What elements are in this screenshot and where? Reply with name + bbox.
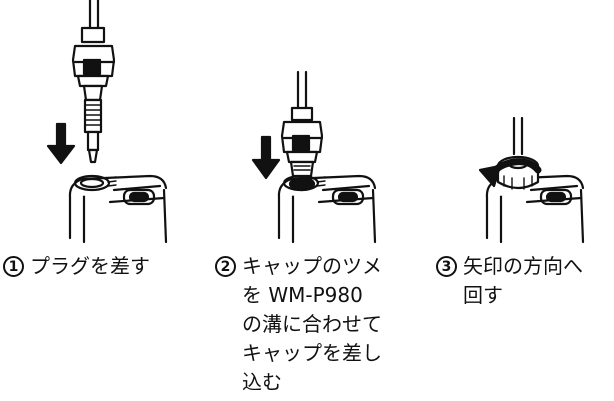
step-2-caption: 2 キャップのツメ を WM-P980 の溝に合わせて キャップを差し 込む [215,252,382,397]
step1-device-body [68,174,168,244]
step3-illustration [485,116,585,244]
step-text-line: の溝に合わせて [242,312,382,336]
step-number-badge: 2 [215,256,236,277]
down-arrow-icon [46,122,76,165]
down-arrow-icon [251,135,281,180]
step-text-line: キャップのツメ [242,254,382,278]
step-text: キャップのツメ を WM-P980 の溝に合わせて キャップを差し 込む [242,252,382,397]
rotate-arrow-icon [478,158,542,188]
step-text-line: 矢印の方向へ [463,254,583,278]
step-1-caption: 1 プラグを差す [3,252,150,281]
step1-plug [82,84,104,164]
step-number-badge: 3 [436,256,457,277]
step-text-line: 込む [242,370,282,394]
step2-cap [280,106,324,164]
step-3-caption: 3 矢印の方向へ 回す [436,252,583,310]
step1-illustration [68,0,168,244]
step-text: 矢印の方向へ 回す [463,252,583,310]
step-number-badge: 1 [3,256,24,277]
step-text-line: プラグを差す [30,254,150,278]
step-text-line: キャップを差し [242,341,382,365]
step-text-line: を WM-P980 [242,283,363,307]
step-text-line: 回す [463,283,503,307]
step-text: プラグを差す [30,252,150,281]
step3-device-body [485,174,585,244]
step1-cap [71,26,116,88]
step2-illustration [277,70,377,244]
step2-plug [288,160,316,192]
